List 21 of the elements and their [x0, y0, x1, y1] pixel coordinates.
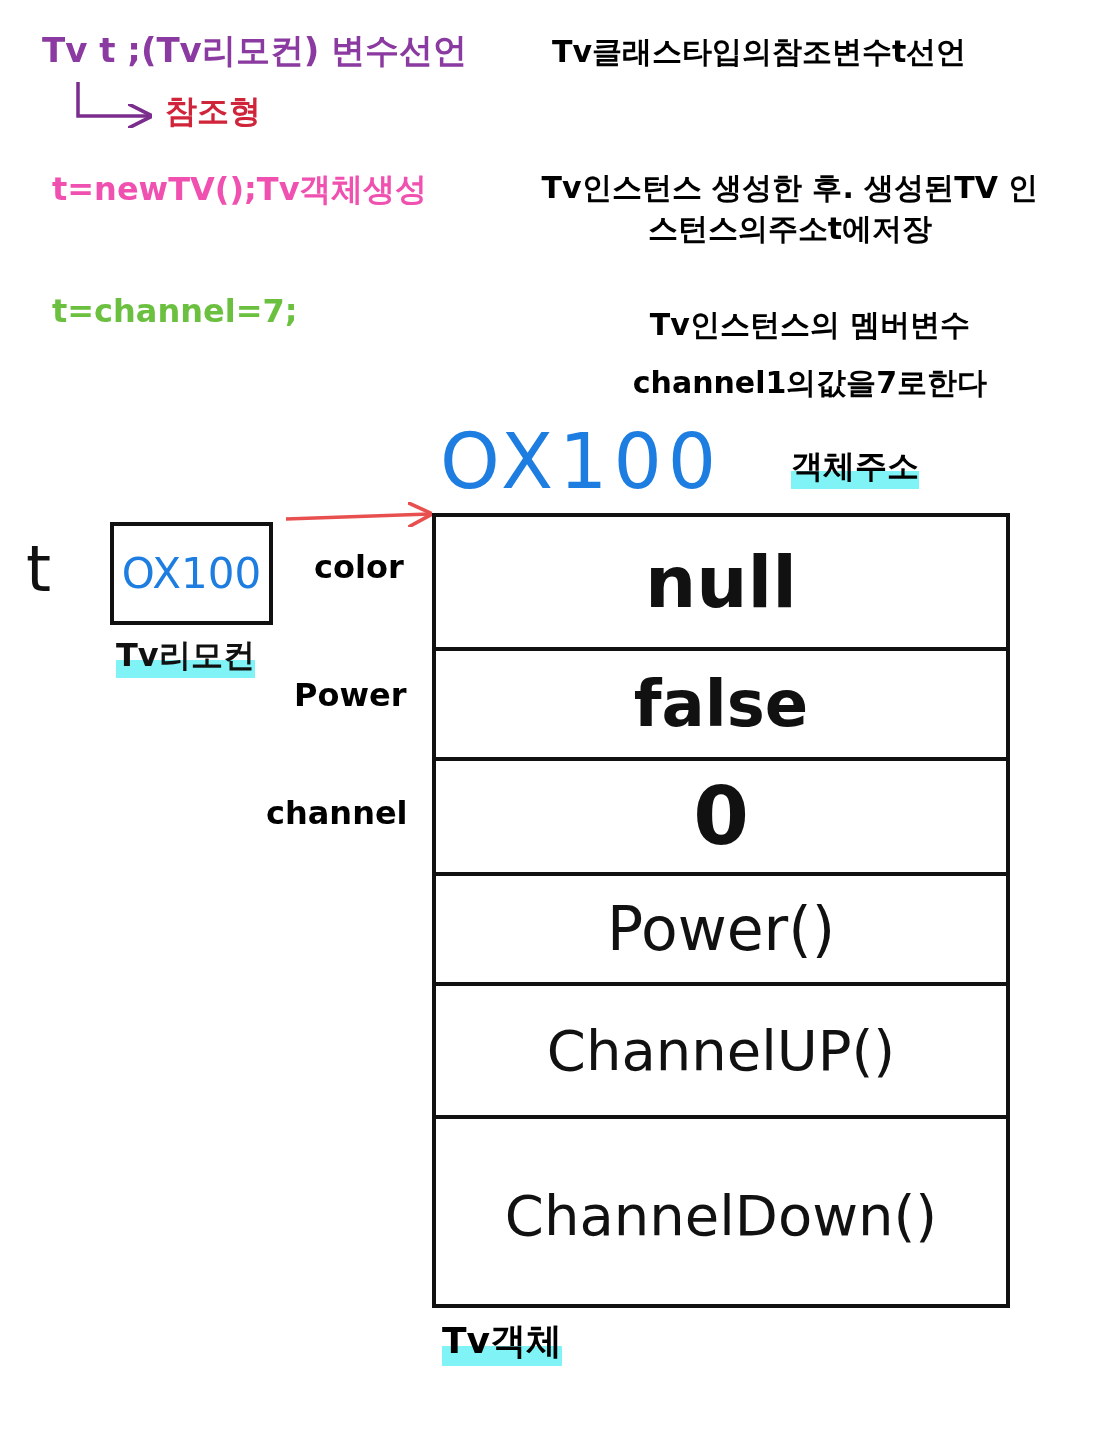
note-text: Tv인스턴스 생성한 후. 생성된TV 인스턴스의주소t에저장 — [540, 169, 1040, 248]
code-text: t=channel=7; — [52, 292, 299, 330]
field-name: channel — [266, 794, 409, 832]
address-text: OX100 — [440, 417, 723, 506]
note-text: Tv인스턴스의 멤버변수 channel1의값을7로한다 — [631, 306, 989, 402]
field-value: ChannelDown() — [504, 1183, 938, 1248]
field-name: color — [314, 548, 405, 586]
variable-name: t — [26, 532, 52, 606]
field-value: Power() — [606, 894, 836, 964]
arrow — [76, 82, 155, 131]
field-name: Power — [294, 676, 408, 714]
code-text: t=newTV();Tv객체생성 — [52, 169, 429, 210]
field-value: false — [633, 667, 809, 741]
arrow — [285, 500, 435, 529]
field-value: null — [645, 540, 797, 624]
field-value: 0 — [693, 770, 749, 863]
address-value: OX100 — [121, 549, 262, 598]
code-text: Tv t ;(Tv리모컨) 변수선언 — [42, 28, 532, 80]
note-text: Tv클래스타입의참조변수t선언 — [552, 33, 968, 71]
field-value: ChannelUP() — [546, 1018, 896, 1083]
code-text: 참조형 — [165, 90, 275, 136]
